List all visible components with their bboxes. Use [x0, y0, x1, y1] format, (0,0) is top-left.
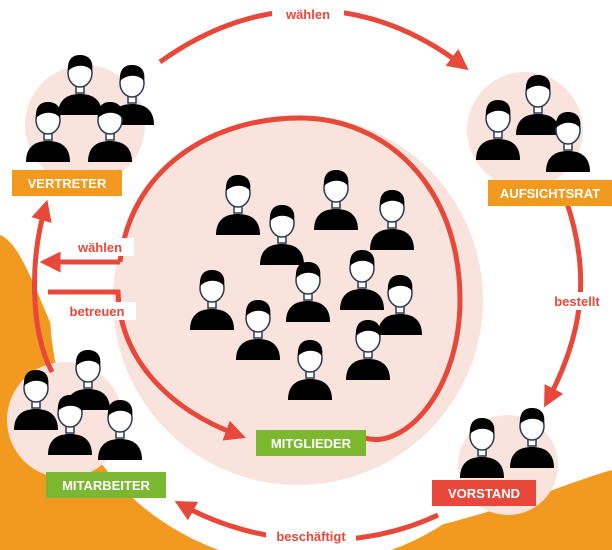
orange-background [0, 235, 612, 550]
label-bg-left-lower [58, 302, 136, 320]
vorstand-label: VORSTAND [448, 486, 520, 501]
mitglieder-label-box [256, 430, 366, 456]
vorstand-label-box [432, 480, 536, 506]
vertreter-label: VERTRETER [28, 176, 107, 191]
label-bg-right [546, 292, 608, 310]
label-bg-top [272, 5, 344, 23]
members-inner-disc [113, 115, 483, 485]
arrow-left-up [31, 199, 55, 374]
arrow-label-bestellt: bestellt [554, 294, 600, 309]
label-bg-bottom [266, 527, 356, 545]
mitglieder-label: MITGLIEDER [271, 436, 352, 451]
arrow-label-waehlen-top: wählen [285, 7, 330, 22]
label-bg-left-upper [66, 238, 134, 256]
aufsichtsrat-label-box [488, 180, 612, 206]
arrow-label-waehlen-left: wählen [77, 240, 122, 255]
arrow-label-betreuen: betreuen [70, 304, 125, 319]
arrow-members-ring [117, 115, 463, 442]
mitarbeiter-label-box [46, 472, 166, 498]
aufsichtsrat-label: AUFSICHTSRAT [500, 186, 600, 201]
vertreter-label-box [12, 170, 122, 196]
mitarbeiter-label: MITARBEITER [62, 478, 150, 493]
arrow-label-beschaeftigt: beschäftigt [276, 529, 346, 544]
